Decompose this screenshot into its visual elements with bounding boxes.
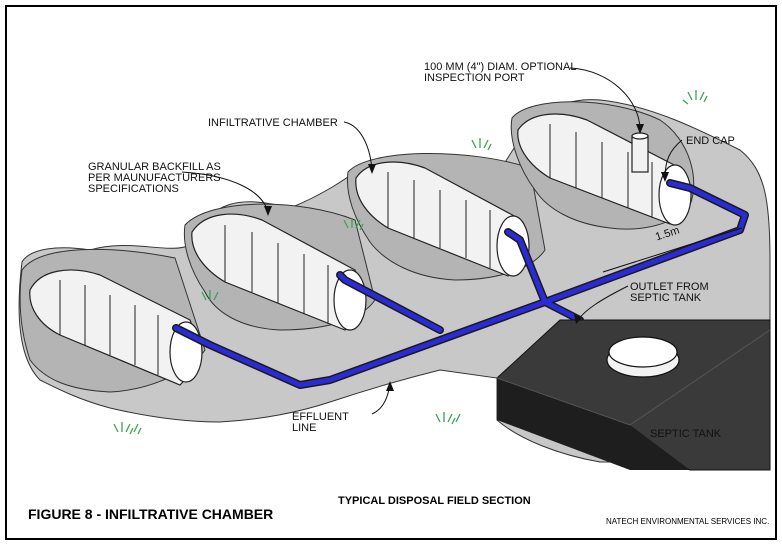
granular-backfill-line-3: SPECIFICATIONS <box>88 183 179 195</box>
granular-backfill-line-1: GRANULAR BACKFILL AS <box>88 161 221 173</box>
arrowheads <box>264 124 669 391</box>
figure-credit: NATECH ENVIRONMENTAL SERVICES INC. <box>606 517 770 526</box>
figure-subtitle: TYPICAL DISPOSAL FIELD SECTION <box>338 495 531 507</box>
effluent-line-label: EFFLUENT LINE <box>292 412 349 434</box>
granular-backfill-label: GRANULAR BACKFILL AS PER MAUNUFACTURERS … <box>88 162 221 195</box>
outlet-label-line-1: OUTLET FROM <box>630 281 709 293</box>
effluent-line-label-line-2: LINE <box>292 422 317 434</box>
grass-tufts <box>113 90 708 435</box>
figure-title: FIGURE 8 - INFILTRATIVE CHAMBER <box>28 506 274 522</box>
inspection-port-label-line-1: 100 MM (4") DIAM. OPTIONAL <box>424 61 577 73</box>
inspection-port <box>631 132 649 173</box>
septic-tank <box>496 319 771 471</box>
inspection-port-label-line-2: INSPECTION PORT <box>424 72 525 84</box>
septic-tank-label: SEPTIC TANK <box>650 428 722 440</box>
granular-backfill-line-2: PER MAUNUFACTURERS <box>88 172 221 184</box>
end-cap-label: END CAP <box>686 135 735 147</box>
outlet-label: OUTLET FROM SEPTIC TANK <box>630 282 709 304</box>
effluent-pipes <box>172 179 749 389</box>
chamber-4 <box>517 113 692 226</box>
infiltrative-chamber-label: INFILTRATIVE CHAMBER <box>208 117 338 129</box>
effluent-line-label-line-1: EFFLUENT <box>292 411 349 423</box>
outlet-label-line-2: SEPTIC TANK <box>630 292 702 304</box>
dimension-line <box>602 227 743 273</box>
inspection-port-label: 100 MM (4") DIAM. OPTIONAL INSPECTION PO… <box>424 62 576 84</box>
